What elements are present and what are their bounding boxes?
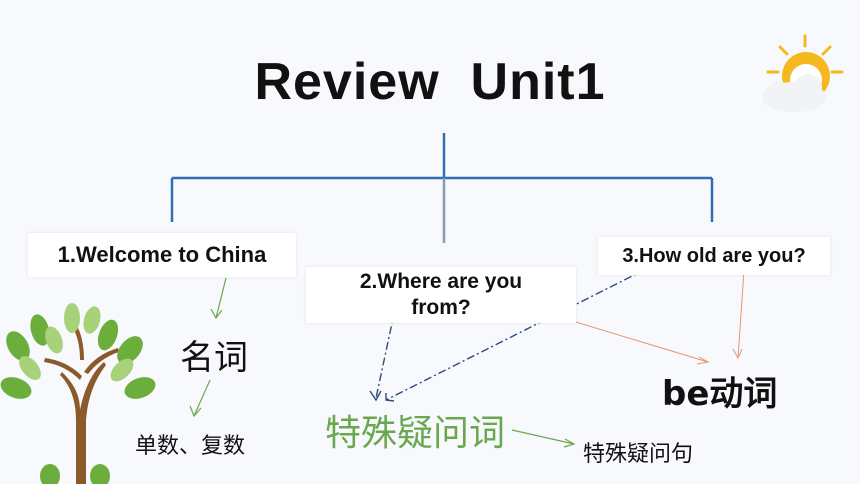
how-old-are-you-box: 3.How old are you?	[598, 237, 830, 275]
be-verb-label: be动词	[662, 374, 778, 414]
where-box-line2: from?	[411, 296, 471, 319]
dashdot-arrowheads	[369, 390, 395, 402]
where-box-line1: 2.Where are you	[359, 270, 523, 293]
noun-label: 名词	[180, 338, 248, 378]
structure-tree-lines	[170, 133, 714, 222]
page-title: Review Unit1	[254, 53, 606, 111]
singular-plural-label: 单数、复数	[135, 434, 246, 459]
tree-icon	[0, 303, 156, 484]
sun-cloud-icon	[762, 34, 844, 112]
welcome-to-china-box: 1.Welcome to China	[28, 233, 296, 277]
wh-question-label: 特殊疑问句	[583, 442, 694, 467]
wh-word-label: 特殊疑问词	[325, 413, 506, 454]
green-arrows	[189, 277, 576, 448]
where-are-you-from-box: 2.Where are you from?	[306, 267, 576, 323]
